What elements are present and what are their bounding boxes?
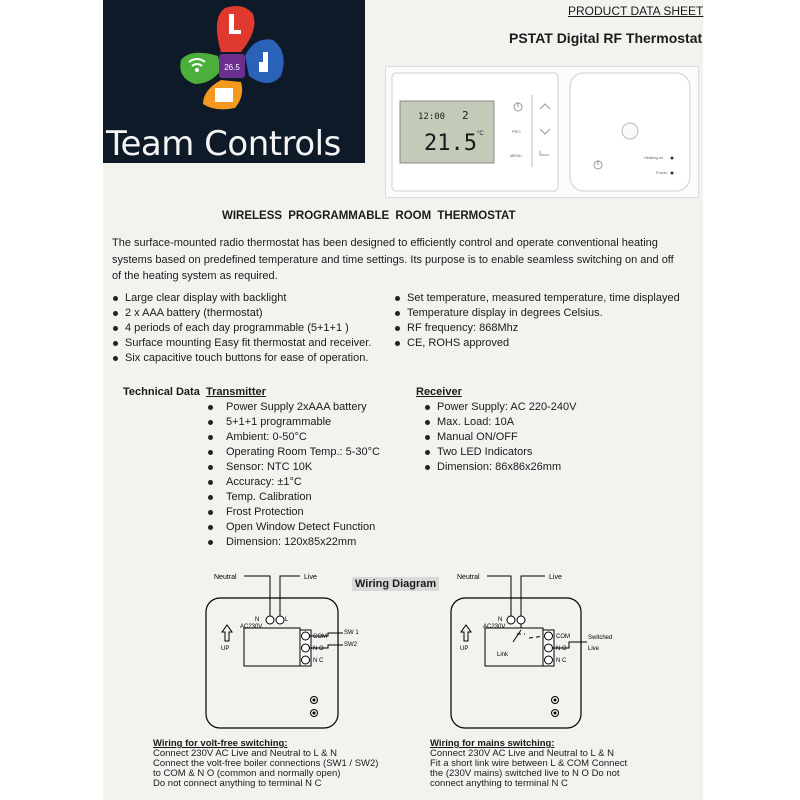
brand-name: Team Controls bbox=[106, 124, 341, 164]
receiver-led-label-2: Power bbox=[656, 170, 668, 175]
feature-item: Large clear display with backlight bbox=[112, 291, 371, 306]
lcd-display bbox=[399, 100, 495, 164]
section-heading: WIRELESS PROGRAMMABLE ROOM THERMOSTAT bbox=[222, 210, 516, 222]
transmitter-title: Transmitter bbox=[206, 386, 266, 398]
intro-line: systems based on predefined temperature … bbox=[112, 253, 674, 266]
n-terminal-label: N bbox=[498, 617, 502, 623]
spec-item: Power Supply 2xAAA battery bbox=[204, 400, 380, 415]
live-label: Live bbox=[304, 574, 317, 581]
instruction-line: Connect the volt-free boiler connections… bbox=[153, 758, 379, 769]
switched-label: Switched bbox=[588, 635, 612, 641]
spec-item: Manual ON/OFF bbox=[424, 430, 576, 445]
team-controls-logo: 26.5 Team Controls bbox=[103, 0, 365, 164]
switched-live-label: Live bbox=[588, 646, 600, 652]
feature-item: 2 x AAA battery (thermostat) bbox=[112, 306, 371, 321]
receiver-button[interactable] bbox=[621, 122, 639, 140]
mains-wiring-diagram: Neutral Live N AC230V Link COM N O N C S… bbox=[450, 574, 612, 729]
intro-line: The surface-mounted radio thermostat has… bbox=[112, 237, 658, 249]
volt-free-title: Wiring for volt-free switching: bbox=[153, 738, 288, 749]
volt-free-wiring-diagram: Neutral Live N L AC230V COM N O N C SW 1… bbox=[205, 574, 359, 729]
return-icon[interactable] bbox=[539, 151, 549, 156]
feature-item: Six capacitive touch buttons for ease of… bbox=[112, 351, 371, 366]
feature-item: 4 periods of each day programmable (5+1+… bbox=[112, 321, 371, 336]
l-terminal-label: L bbox=[285, 617, 289, 623]
feature-item: Set temperature, measured temperature, t… bbox=[394, 291, 680, 306]
com-label: COM bbox=[313, 634, 327, 640]
features-list-right: Set temperature, measured temperature, t… bbox=[394, 291, 680, 351]
flower-logo-icon: 26.5 bbox=[180, 6, 284, 110]
sw2-label: SW2 bbox=[344, 642, 358, 648]
technical-data-label: Technical Data bbox=[123, 386, 200, 398]
feature-item: CE, ROHS approved bbox=[394, 336, 680, 351]
mains-title: Wiring for mains switching: bbox=[430, 738, 555, 749]
ac-label: AC230V bbox=[240, 624, 262, 630]
spec-item: Operating Room Temp.: 5-30°C bbox=[204, 445, 380, 460]
spec-item: Open Window Detect Function bbox=[204, 520, 380, 535]
instruction-line: Connect 230V AC Live and Neutral to L & … bbox=[153, 748, 337, 759]
receiver-led-label-1: Heating on bbox=[644, 155, 663, 160]
instruction-line: Fit a short link wire between L & COM Co… bbox=[430, 758, 628, 769]
ac-label: AC230V bbox=[483, 624, 505, 630]
up-label: UP bbox=[221, 646, 229, 652]
sw1-label: SW 1 bbox=[344, 630, 359, 636]
lcd-temperature: 21.5 bbox=[424, 131, 477, 156]
features-list-left: Large clear display with backlight 2 x A… bbox=[112, 291, 371, 366]
up-label: UP bbox=[460, 646, 468, 652]
up-arrow-icon[interactable] bbox=[539, 103, 551, 110]
lcd-day: 2 bbox=[462, 109, 469, 122]
n-terminal-label: N bbox=[255, 617, 259, 623]
feature-item: Temperature display in degrees Celsius. bbox=[394, 306, 680, 321]
mains-instructions: Wiring for mains switching: Connect 230V… bbox=[430, 739, 627, 789]
lcd-unit: °C bbox=[477, 131, 484, 137]
doc-type-label: PRODUCT DATA SHEET bbox=[568, 4, 704, 18]
intro-paragraph: The surface-mounted radio thermostat has… bbox=[112, 235, 700, 285]
neutral-label: Neutral bbox=[457, 574, 480, 581]
spec-item: Ambient: 0-50°C bbox=[204, 430, 380, 445]
pro-button[interactable]: PRO bbox=[512, 129, 521, 134]
transmitter-specs: Power Supply 2xAAA battery 5+1+1 program… bbox=[204, 400, 380, 550]
product-title: PSTAT Digital RF Thermostat bbox=[509, 30, 703, 46]
spec-item: Dimension: 86x86x26mm bbox=[424, 460, 576, 475]
product-photo: 12:00 2 21.5 °C PRO MENU Heating on Powe… bbox=[385, 66, 699, 198]
spec-item: Max. Load: 10A bbox=[424, 415, 576, 430]
neutral-label: Neutral bbox=[214, 574, 237, 581]
spec-item: Dimension: 120x85x22mm bbox=[204, 535, 380, 550]
receiver-power-icon bbox=[593, 160, 603, 170]
link-label: Link bbox=[497, 652, 509, 658]
intro-line: of the heating system as required. bbox=[112, 270, 278, 282]
up-arrow-icon bbox=[221, 624, 233, 642]
spec-item: Power Supply: AC 220-240V bbox=[424, 400, 576, 415]
instruction-line: the (230V mains) switched live to N O Do… bbox=[430, 768, 620, 779]
feature-item: Surface mounting Easy fit thermostat and… bbox=[112, 336, 371, 351]
no-label: N O bbox=[313, 646, 324, 652]
receiver-specs: Power Supply: AC 220-240V Max. Load: 10A… bbox=[424, 400, 576, 475]
volt-free-instructions: Wiring for volt-free switching: Connect … bbox=[153, 739, 378, 789]
lcd-time: 12:00 bbox=[418, 112, 445, 122]
instruction-line: Connect 230V AC Live and Neutral to L & … bbox=[430, 748, 614, 759]
spec-item: Two LED Indicators bbox=[424, 445, 576, 460]
no-label: N O bbox=[556, 646, 567, 652]
receiver-title: Receiver bbox=[416, 386, 462, 398]
logo-display-value: 26.5 bbox=[224, 63, 240, 72]
instruction-line: Do not connect anything to terminal N C bbox=[153, 778, 322, 789]
wiring-diagram-title: Wiring Diagram bbox=[352, 577, 440, 591]
instruction-line: to COM & N O (common and normally open) bbox=[153, 768, 341, 779]
spec-item: Accuracy: ±1°C bbox=[204, 475, 380, 490]
spec-item: Frost Protection bbox=[204, 505, 380, 520]
spec-item: Sensor: NTC 10K bbox=[204, 460, 380, 475]
live-label: Live bbox=[549, 574, 562, 581]
power-button[interactable] bbox=[513, 102, 523, 112]
nc-label: N C bbox=[313, 658, 324, 664]
spec-item: Temp. Calibration bbox=[204, 490, 380, 505]
com-label: COM bbox=[556, 634, 570, 640]
up-arrow-icon bbox=[460, 624, 472, 642]
down-arrow-icon[interactable] bbox=[539, 128, 551, 135]
spec-item: 5+1+1 programmable bbox=[204, 415, 380, 430]
instruction-line: connect anything to terminal N C bbox=[430, 778, 568, 789]
feature-item: RF frequency: 868Mhz bbox=[394, 321, 680, 336]
menu-button[interactable]: MENU bbox=[510, 153, 522, 158]
nc-label: N C bbox=[556, 658, 567, 664]
